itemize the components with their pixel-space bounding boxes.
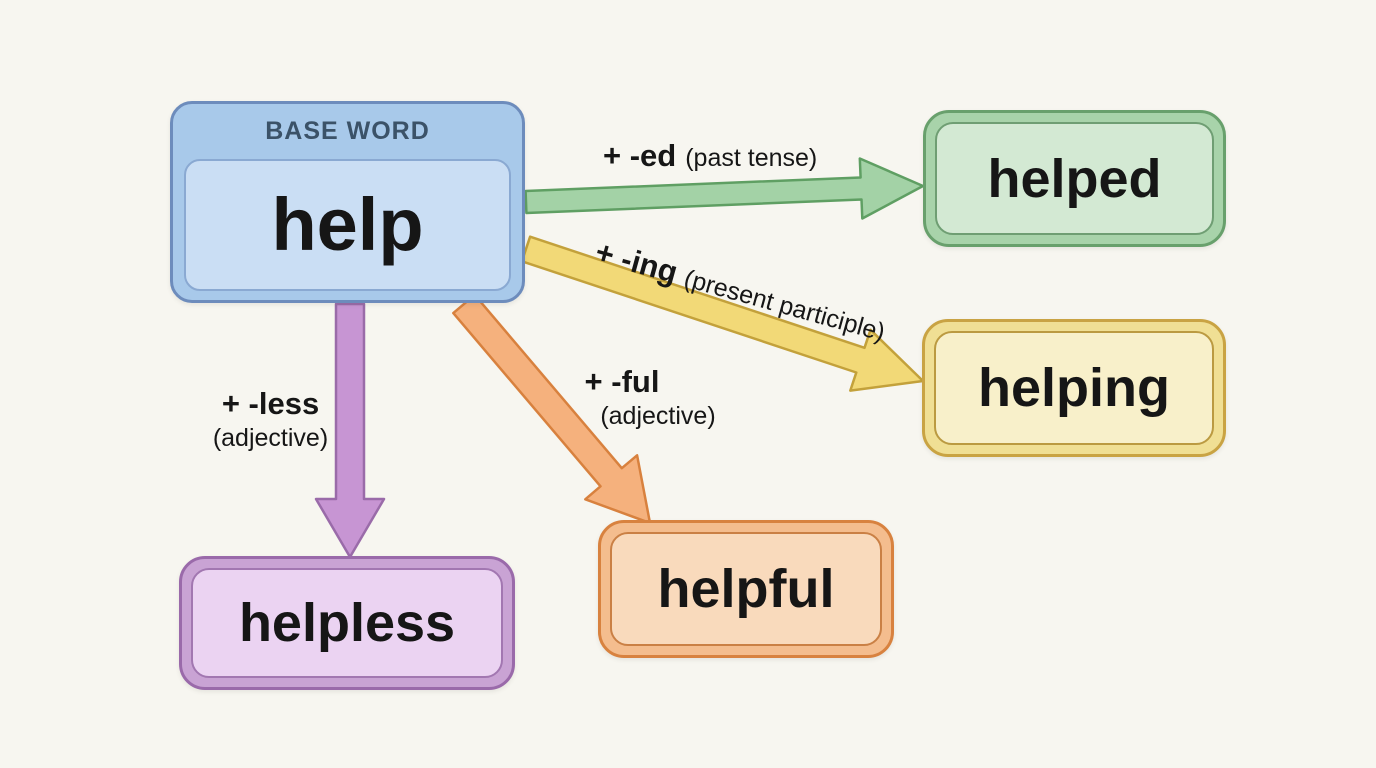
helped-word-text: helped [987,148,1162,209]
helpful-box: helpful [598,520,894,658]
helpless-box: helpless [179,556,515,690]
arrow-ful-icon [452,293,652,525]
suffix-ful-text: + -ful [584,364,660,399]
helpless-inner-box: helpless [191,568,503,678]
suffix-ful-note: (adjective) [600,402,716,430]
helped-box: helped [923,110,1226,247]
helping-word-text: helping [978,358,1170,418]
suffix-less-text: + -less [221,386,320,421]
arrow-ed-icon [524,157,925,220]
helping-box: helping [922,319,1226,457]
arrow-less-icon [314,302,386,559]
helpful-inner-box: helpful [610,532,882,646]
suffix-ed-note: (past tense) [685,144,818,172]
helpful-word-text: helpful [657,559,835,619]
base-word-box: BASE WORD help [170,101,525,303]
base-word-header: BASE WORD [265,116,430,145]
base-word-text: help [271,183,424,266]
suffix-label-ed: + -ed (past tense) [603,138,817,174]
base-word-inner-box: help [184,159,511,291]
suffix-label-less: + -less (adjective) [178,386,363,454]
helpless-word-text: helpless [238,593,456,653]
helping-inner-box: helping [934,331,1214,445]
arrow-ing-icon [520,235,925,392]
suffix-ed-text: + -ed [603,138,677,173]
suffix-label-ful: + -ful (adjective) [527,364,717,432]
suffix-less-note: (adjective) [212,424,329,452]
helped-inner-box: helped [935,122,1214,235]
